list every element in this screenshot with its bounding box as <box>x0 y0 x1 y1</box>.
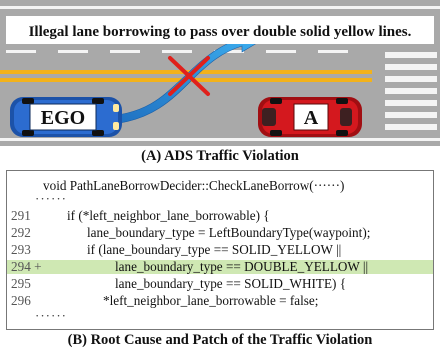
code-text: *left_neighbor_lane_borrowable = false; <box>103 293 319 308</box>
violation-cross-icon <box>168 56 210 96</box>
ellipsis-top: ······ <box>35 191 67 206</box>
code-panel: void PathLaneBorrowDecider::CheckLaneBor… <box>6 170 434 330</box>
violation-banner-box <box>6 16 434 44</box>
panel-a-caption: (A) ADS Traffic Violation <box>141 148 299 164</box>
ego-label: EGO <box>41 107 85 129</box>
crosswalk <box>385 52 437 130</box>
code-line-293: 293 if (lane_boundary_type == SOLID_YELL… <box>7 243 433 257</box>
line-number: 291 <box>11 208 31 223</box>
dashed-lane-marking <box>6 50 348 53</box>
code-line-292: 292 lane_boundary_type = LeftBoundaryTyp… <box>7 226 433 240</box>
road-edge-line-top <box>0 6 440 9</box>
traffic-scene: EGO A Illegal lane borrowing to pass ove… <box>0 0 440 146</box>
line-number: 295 <box>11 276 31 291</box>
code-text: lane_boundary_type == SOLID_WHITE) { <box>115 276 347 291</box>
code-text: if (*left_neighbor_lane_borrowable) { <box>67 208 270 223</box>
ego-car <box>10 97 122 137</box>
code-line-291: 291 if (*left_neighbor_lane_borrowable) … <box>7 209 433 223</box>
violation-banner: Illegal lane borrowing to pass over doub… <box>29 24 412 40</box>
code-text: if (lane_boundary_type == SOLID_YELLOW |… <box>87 242 342 257</box>
function-signature: void PathLaneBorrowDecider::CheckLaneBor… <box>43 178 345 193</box>
panel-b-caption: (B) Root Cause and Patch of the Traffic … <box>67 332 373 348</box>
line-number: 292 <box>11 225 31 240</box>
code-line-295: 295 lane_boundary_type == SOLID_WHITE) { <box>7 277 433 291</box>
code-text: lane_boundary_type = LeftBoundaryType(wa… <box>87 225 371 240</box>
function-header: void PathLaneBorrowDecider::CheckLaneBor… <box>7 179 433 193</box>
ellipsis-bottom: ······ <box>35 308 67 323</box>
line-number: 293 <box>11 242 31 257</box>
line-number: 296 <box>11 293 31 308</box>
car-a <box>258 97 362 137</box>
code-line-294-added: 294 + lane_boundary_type == DOUBLE_YELLO… <box>7 260 433 274</box>
road-edge-line-bottom <box>0 138 440 141</box>
line-number: 294 + <box>11 259 42 274</box>
code-text: lane_boundary_type == DOUBLE_YELLOW || <box>115 259 369 274</box>
car-a-label: A <box>304 107 319 129</box>
code-line-296: 296 *left_neighbor_lane_borrowable = fal… <box>7 294 433 308</box>
